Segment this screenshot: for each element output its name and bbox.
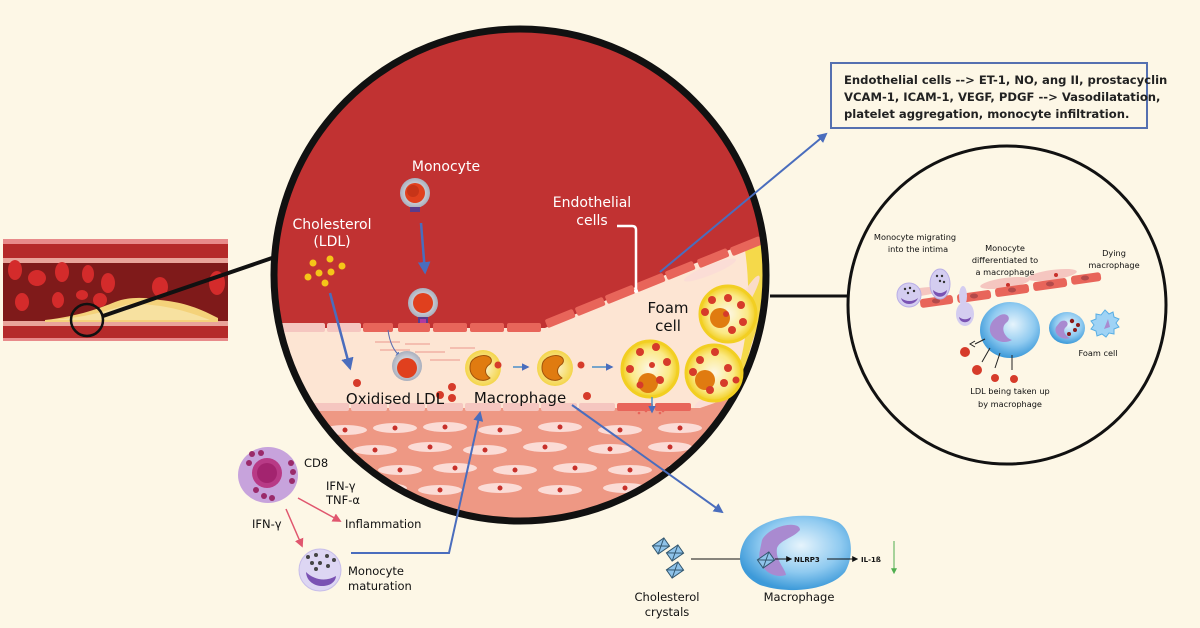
label-ldl-uptake: LDL being taken up [970, 386, 1049, 396]
basal-cell-row [275, 403, 691, 411]
label-endothelial: Endothelial [553, 195, 631, 211]
macrophage-inflammasome-arrow [571, 404, 724, 514]
foam-cell [684, 343, 744, 403]
migrating-monocyte [896, 282, 922, 308]
label-dying-macrophage: macrophage [1088, 260, 1139, 270]
maturing-monocyte [298, 548, 342, 592]
zoom-focus-circle [69, 302, 105, 338]
label-foam-cell: cell [655, 317, 681, 335]
label-crystals: crystals [645, 605, 690, 619]
label-detail-foam-cell: Foam cell [1078, 348, 1117, 358]
label-il1b: IL-1ß [861, 556, 881, 564]
info-line-2: VCAM-1, ICAM-1, VEGF, PDGF --> Vasodilat… [844, 90, 1161, 104]
label-differentiated: Monocyte [985, 243, 1025, 253]
main-circle-border [270, 25, 770, 525]
detail-illustration [896, 268, 1120, 383]
info-line-3: platelet aggregation, monocyte infiltrat… [844, 107, 1130, 121]
foam-cell [620, 339, 680, 399]
ifn-arrow [285, 508, 304, 548]
endothelial-cell-row [275, 236, 763, 332]
label-monocyte: Monocyte [412, 159, 480, 175]
label-foam: Foam [647, 299, 688, 317]
label-differentiated-to: differentiated to [972, 255, 1038, 265]
ldl-uptake-macrophage [960, 302, 1040, 383]
inflammation-arrow [297, 497, 342, 522]
zoom-connector-line [102, 256, 273, 318]
label-monocyte-maturation: Monocyte [348, 564, 404, 578]
macrophage-cell [465, 350, 502, 386]
endothelial-pointer [617, 224, 638, 290]
label-cd8: CD8 [304, 456, 328, 470]
ldl-particles [304, 255, 346, 287]
label-dying: Dying [1102, 248, 1126, 258]
endothelial-info-arrow [659, 132, 828, 273]
oxidised-ldl-dots [353, 379, 591, 402]
label-migrating-intima: into the intima [888, 244, 948, 254]
transmigrating-monocyte [956, 286, 974, 326]
artery-cross-section [3, 239, 228, 341]
label-cytokine-tnf: TNF-α [325, 493, 360, 507]
dying-macrophage [1090, 309, 1120, 338]
monocyte-circulating [400, 178, 430, 212]
label-differentiated-macrophage: a macrophage [976, 267, 1035, 277]
inflammasome-macrophage [740, 515, 851, 591]
maturation-macrophage-arrow [351, 411, 484, 554]
plaque-debris [634, 406, 665, 415]
endothelial-info-box: Endothelial cells --> ET-1, NO, ang II, … [830, 62, 1168, 129]
label-nlrp3: NLRP3 [794, 556, 820, 564]
ldl-arrow [328, 292, 354, 371]
label-maturation: maturation [348, 579, 412, 593]
macrophage-cell [537, 350, 585, 386]
label-ifn-gamma: IFN-γ [252, 517, 282, 531]
label-cholesterol: Cholesterol [292, 217, 371, 233]
label-cholesterol-ldl: (LDL) [313, 234, 350, 250]
label-oxidised-ldl: Oxidised LDL [346, 390, 445, 408]
detail-foam-cell [1049, 312, 1085, 344]
label-cytokine-ifn: IFN-γ [326, 479, 356, 493]
foam-cell [698, 284, 758, 344]
label-endothelial-cells: cells [576, 213, 607, 229]
label-ldl-uptake-by: by macrophage [978, 399, 1042, 409]
info-line-1: Endothelial cells --> ET-1, NO, ang II, … [844, 73, 1168, 87]
label-inflammasome-macrophage: Macrophage [764, 590, 835, 604]
cd8-t-cell [238, 447, 298, 503]
label-cholesterol-crystals: Cholesterol [635, 590, 700, 604]
monocyte-adhering [408, 288, 438, 323]
label-inflammation: Inflammation [345, 517, 421, 531]
monocyte-arrow [417, 222, 431, 275]
label-migrating: Monocyte migrating [874, 232, 956, 242]
migrating-monocyte [929, 268, 951, 300]
label-macrophage: Macrophage [474, 389, 566, 407]
cholesterol-crystals [651, 537, 685, 579]
monocyte-transmigrated [387, 329, 422, 381]
